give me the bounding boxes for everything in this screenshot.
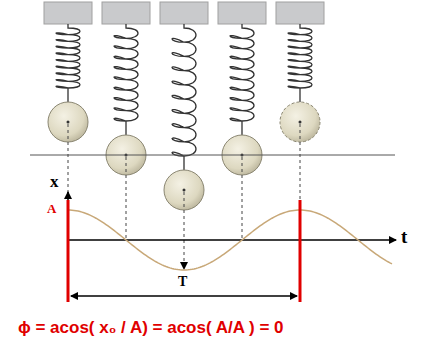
equilibrium-line — [30, 155, 395, 156]
ball-center — [299, 121, 302, 124]
t-axis — [68, 239, 396, 241]
leader-line — [300, 124, 301, 210]
leader-line — [126, 157, 127, 240]
axis-label: x — [50, 172, 59, 192]
spring-coil — [114, 24, 138, 135]
period-end-marker — [299, 200, 302, 302]
spring-coil — [56, 24, 80, 102]
period-label: T — [178, 274, 187, 290]
ball-center — [67, 121, 70, 124]
ball-center — [183, 189, 186, 192]
leader-line — [184, 192, 185, 269]
axis-label: t — [401, 226, 407, 248]
x-axis — [67, 192, 69, 302]
ceiling-block — [276, 2, 324, 24]
phase-formula: ϕ = acos( x₀ / A) = acos( A/A ) = 0 — [18, 318, 284, 338]
period-arrow — [71, 295, 297, 297]
amplitude-label: A — [47, 202, 56, 217]
leader-line — [242, 157, 243, 240]
spring-coil — [230, 24, 254, 135]
period-start-marker — [67, 200, 70, 302]
spring-coil — [172, 24, 196, 170]
spring-coil — [288, 24, 312, 102]
ceiling-block — [218, 2, 266, 24]
cosine-curve — [68, 210, 392, 270]
ceiling-block — [160, 2, 208, 24]
ceiling-block — [44, 2, 92, 24]
ceiling-block — [102, 2, 150, 24]
